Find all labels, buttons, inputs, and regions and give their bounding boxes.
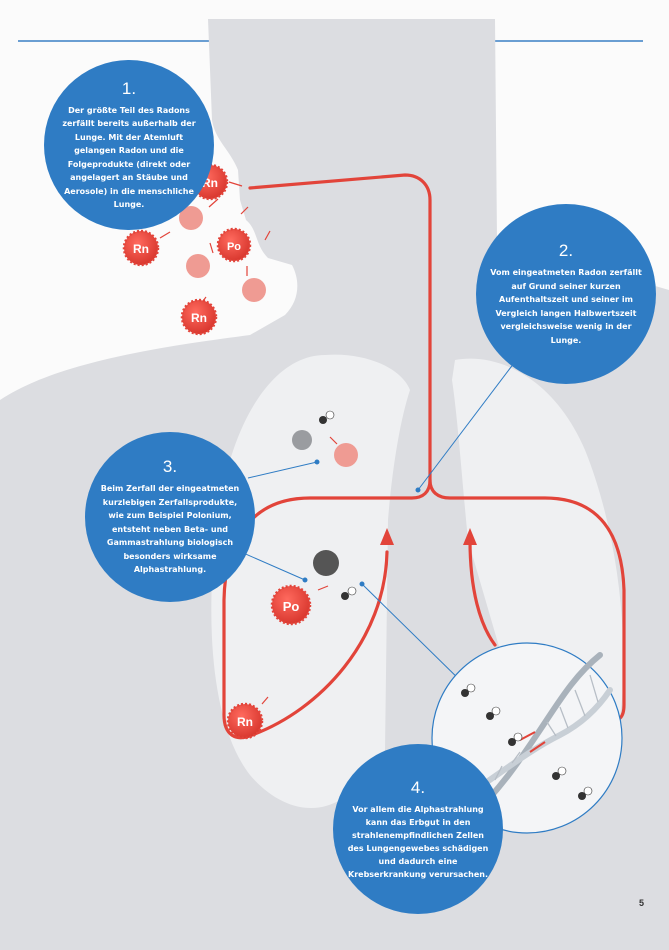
- step-number: 4.: [411, 778, 425, 798]
- po-label: Po: [227, 241, 241, 253]
- step-number: 3.: [163, 457, 177, 477]
- step-4-bubble: 4. Vor allem die Alphastrahlung kann das…: [333, 744, 503, 914]
- rn-atom: Rn: [182, 300, 216, 334]
- step-number: 1.: [122, 79, 136, 99]
- rn-label: Rn: [237, 715, 253, 729]
- step-text: Beim Zerfall der eingeatmeten kurzlebige…: [97, 482, 243, 577]
- page-number: 5: [639, 898, 644, 908]
- po-atom: Po: [218, 229, 250, 261]
- step-text: Vor allem die Alphastrahlung kann das Er…: [345, 803, 491, 881]
- step-text: Der größte Teil des Radons zerfällt bere…: [62, 104, 196, 212]
- step-3-bubble: 3. Beim Zerfall der eingeatmeten kurzleb…: [85, 432, 255, 602]
- rn-label: Rn: [133, 242, 149, 256]
- rn-label: Rn: [191, 311, 207, 325]
- rn-atom: Rn: [228, 704, 262, 738]
- rn-atom: Rn: [124, 231, 158, 265]
- step-1-bubble: 1. Der größte Teil des Radons zerfällt b…: [44, 60, 214, 230]
- po-label: Po: [283, 599, 300, 614]
- step-number: 2.: [559, 241, 573, 261]
- step-2-bubble: 2. Vom eingeatmeten Radon zerfällt auf G…: [476, 204, 656, 384]
- step-text: Vom eingeatmeten Radon zerfällt auf Grun…: [490, 266, 642, 347]
- po-atom: Po: [272, 586, 310, 624]
